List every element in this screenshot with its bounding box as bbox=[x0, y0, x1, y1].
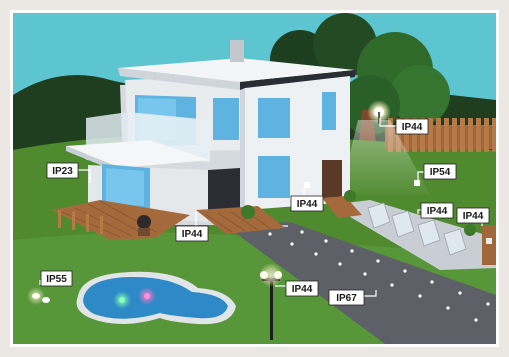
callout-ip67: IP67 bbox=[329, 290, 364, 305]
callout-ip44-door: IP44 bbox=[291, 196, 323, 211]
callout-ip44-door-text: IP44 bbox=[297, 199, 318, 210]
callout-ip44-lamp-post: IP44 bbox=[286, 281, 318, 296]
callout-ip23: IP23 bbox=[47, 163, 78, 178]
floodlight bbox=[414, 180, 420, 186]
callout-ip44-lamp-post-text: IP44 bbox=[292, 284, 313, 295]
callout-ip54: IP54 bbox=[424, 164, 456, 179]
callout-ip54-text: IP54 bbox=[430, 167, 451, 178]
wall-light bbox=[367, 100, 391, 124]
callout-ip44-garden-light-text: IP44 bbox=[402, 122, 423, 133]
callout-ip23-text: IP23 bbox=[52, 166, 73, 177]
callout-ip67-text: IP67 bbox=[336, 293, 357, 304]
callout-ip44-gate-post-text: IP44 bbox=[463, 211, 484, 222]
callout-ip44-gate-post: IP44 bbox=[457, 208, 489, 223]
callout-ip44-patio-text: IP44 bbox=[182, 229, 203, 240]
callout-ip44-fence-lights: IP44 bbox=[421, 203, 453, 218]
callout-ip55-text: IP55 bbox=[46, 274, 67, 285]
callout-ip44-fence-lights-text: IP44 bbox=[427, 206, 448, 217]
gate-post bbox=[482, 225, 496, 265]
callout-ip55: IP55 bbox=[41, 271, 72, 286]
callout-ip44-patio: IP44 bbox=[176, 226, 208, 241]
callout-ip44-garden-light: IP44 bbox=[396, 119, 428, 134]
